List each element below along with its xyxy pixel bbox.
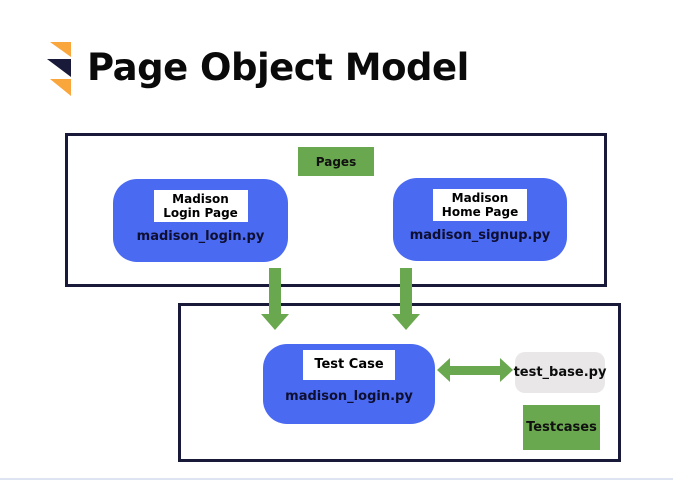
pages-group-label-text: Pages [315, 154, 357, 169]
page-object-node-login: Madison Login Page madison_login.py [113, 179, 288, 262]
node-login-name-line1: Madison [172, 192, 229, 206]
test-base-file-box: test_base.py [513, 352, 607, 393]
testcases-group-label: Testcases [523, 405, 600, 450]
node-home-name-line1: Madison [451, 191, 509, 205]
node-home-name: Madison Home Page [433, 189, 527, 221]
testcases-group-label-text: Testcases [526, 420, 597, 435]
test-case-name: Test Case [303, 350, 395, 380]
arrow-login-to-testcase-icon [261, 268, 289, 330]
arrow-shaft [269, 268, 281, 314]
node-home-name-line2: Home Page [441, 205, 519, 219]
test-base-filename: test_base.py [513, 365, 607, 380]
chevron-bottom-icon [50, 79, 71, 96]
node-login-name: Madison Login Page [153, 190, 248, 222]
pages-group-label: Pages [298, 147, 374, 176]
page-title: Page Object Model [87, 46, 469, 89]
test-case-filename: madison_login.py [285, 389, 413, 404]
test-case-node: Test Case madison_login.py [263, 344, 435, 424]
arrow-head [261, 314, 289, 330]
footer-divider [0, 478, 673, 480]
arrow-head-left [437, 358, 450, 382]
arrow-head [392, 314, 420, 330]
chevron-top-icon [50, 42, 71, 57]
arrow-shaft [400, 268, 412, 314]
node-login-name-line2: Login Page [163, 206, 238, 220]
page-object-node-home: Madison Home Page madison_signup.py [393, 178, 567, 261]
arrow-testcase-testbase-icon [437, 358, 513, 382]
brand-logo-icon [47, 42, 73, 98]
node-home-filename: madison_signup.py [409, 228, 551, 243]
test-case-name-text: Test Case [314, 357, 384, 372]
chevron-middle-icon [47, 59, 71, 77]
arrow-shaft [449, 366, 501, 375]
arrow-home-to-testcase-icon [392, 268, 420, 330]
node-login-filename: madison_login.py [136, 229, 265, 244]
arrow-head-right [500, 358, 513, 382]
